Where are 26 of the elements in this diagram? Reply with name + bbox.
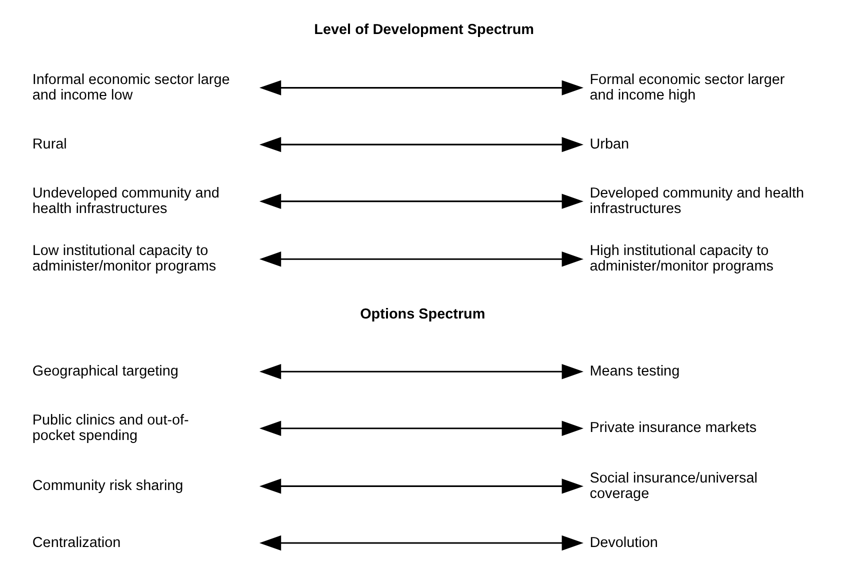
node-text: Geographical targeting	[32, 363, 178, 380]
arrow	[259, 478, 584, 494]
node-text: Low institutional capacity to administer/monitor programs	[32, 243, 216, 275]
node-text: Means testing	[590, 363, 680, 380]
node-text: Private insurance markets	[590, 420, 757, 436]
arrow	[259, 364, 584, 380]
node-text: Developed community and health infrastructures	[590, 185, 804, 217]
node-text: Public clinics and out-of-pocket spending	[32, 412, 189, 444]
label: Options Spectrum	[360, 306, 486, 323]
arrow	[259, 252, 584, 267]
arrow	[259, 420, 584, 436]
node-text: Formal economic sector larger and income high	[590, 72, 785, 104]
arrow	[259, 535, 584, 551]
node-text: Urban	[590, 136, 630, 152]
label: Level of Development Spectrum	[314, 22, 534, 38]
node-text: Centralization	[32, 534, 121, 551]
node-text: Community risk sharing	[32, 478, 184, 494]
arrow	[259, 194, 584, 209]
node-text: Rural	[32, 136, 67, 152]
node-text: Undeveloped community and health infrastructures	[32, 185, 220, 217]
arrow	[259, 80, 584, 96]
node-text: Devolution	[590, 534, 658, 551]
node-text: High institutional capacity to administer/monitor programs	[590, 243, 774, 275]
node-text: Informal economic sector large and income low	[32, 72, 230, 104]
node-text: Social insurance/universal coverage	[590, 470, 758, 502]
arrow	[259, 136, 584, 152]
